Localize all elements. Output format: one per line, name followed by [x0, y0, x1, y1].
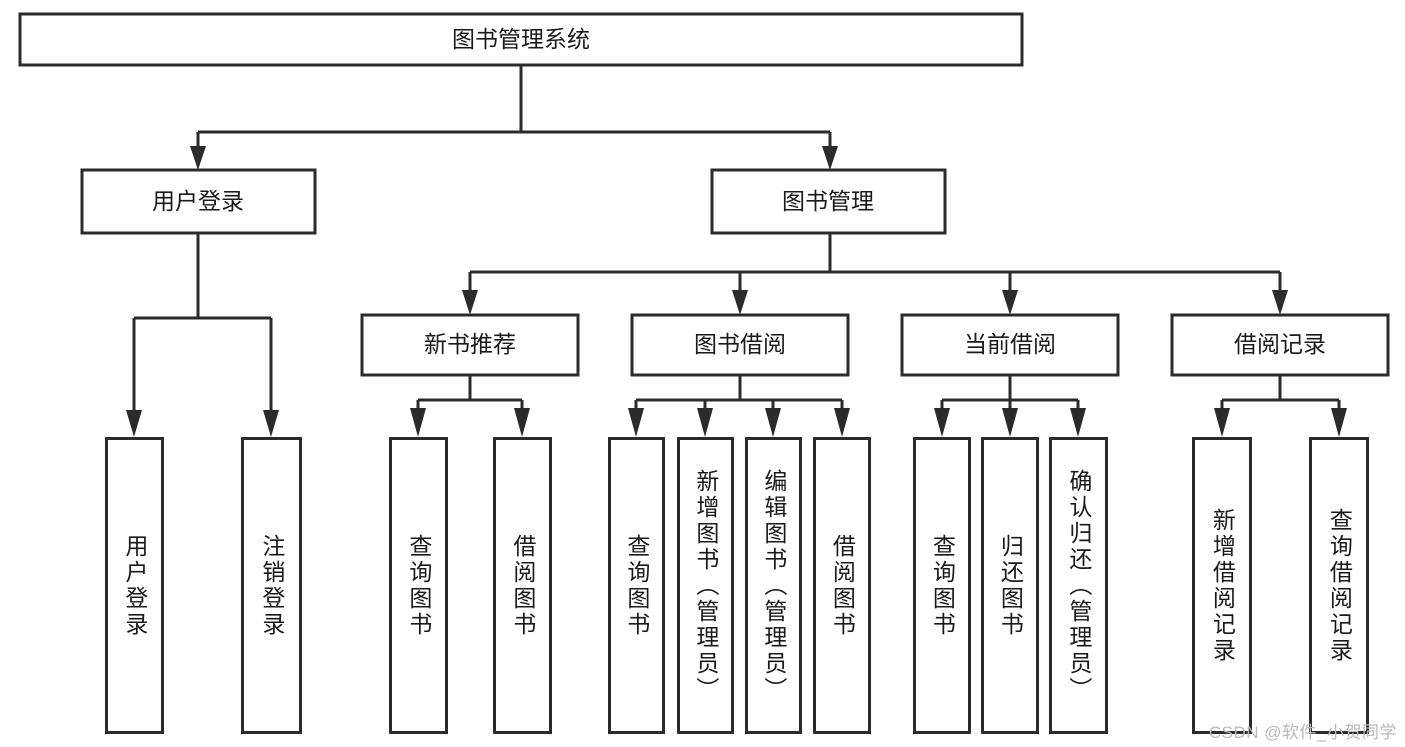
- connector-group-book-manage-to-level3: [462, 233, 1288, 315]
- leaf-book-borrow-query-label: 查询图书: [623, 533, 650, 638]
- arrow-head-cb-leaf-3: [1070, 408, 1086, 437]
- arrow-head-br-leaf-1: [1214, 408, 1230, 437]
- node-new-book-recommend[interactable]: 新书推荐: [360, 313, 580, 377]
- connector-group-current-borrow-to-leaves: [934, 375, 1086, 437]
- leaf-book-borrow-borrow-label: 借阅图书: [829, 533, 856, 638]
- node-book-borrow-label: 图书借阅: [694, 331, 786, 357]
- arrow-head-bb-leaf-1: [628, 408, 644, 437]
- arrow-head-to-borrow-record: [1272, 290, 1288, 315]
- node-current-borrow-label: 当前借阅: [964, 331, 1056, 357]
- leaf-user-login-login-label: 用户登录: [121, 533, 148, 638]
- leaf-book-borrow-query[interactable]: 查询图书: [608, 437, 665, 734]
- node-user-login[interactable]: 用户登录: [80, 168, 317, 235]
- node-root-system[interactable]: 图书管理系统: [18, 12, 1024, 67]
- arrow-head-to-new-book: [462, 290, 478, 315]
- leaf-borrow-record-query-label: 查询借阅记录: [1326, 507, 1353, 664]
- arrow-head-br-leaf-2: [1331, 408, 1347, 437]
- leaf-current-borrow-query-label: 查询图书: [929, 533, 956, 638]
- leaf-borrow-record-add[interactable]: 新增借阅记录: [1192, 437, 1252, 734]
- leaf-current-borrow-query[interactable]: 查询图书: [913, 437, 971, 734]
- arrow-head-cb-leaf-2: [1002, 408, 1018, 437]
- arrow-head-to-current-borrow: [1002, 290, 1018, 315]
- arrow-head-leaf-logout: [263, 410, 279, 437]
- node-new-book-recommend-label: 新书推荐: [424, 331, 516, 357]
- connector-group-root-to-level2: [190, 65, 838, 170]
- leaf-new-book-query-label: 查询图书: [405, 533, 432, 638]
- arrow-head-leaf-user-login: [126, 410, 142, 437]
- arrow-head-nb-leaf-2: [514, 408, 530, 437]
- arrow-head-to-book-borrow: [732, 290, 748, 315]
- leaf-book-borrow-borrow[interactable]: 借阅图书: [813, 437, 871, 734]
- node-book-management[interactable]: 图书管理: [710, 168, 947, 235]
- node-book-borrow[interactable]: 图书借阅: [630, 313, 850, 377]
- leaf-new-book-borrow[interactable]: 借阅图书: [493, 437, 552, 734]
- leaf-new-book-borrow-label: 借阅图书: [509, 533, 536, 638]
- connector-group-book-borrow-to-leaves: [628, 375, 850, 437]
- leaf-book-borrow-edit-label: 编辑图书（管理员）: [760, 468, 787, 703]
- leaf-borrow-record-add-label: 新增借阅记录: [1209, 507, 1236, 664]
- arrow-head-to-book-manage: [822, 146, 838, 170]
- leaf-borrow-record-query[interactable]: 查询借阅记录: [1309, 437, 1369, 734]
- connector-group-new-book-to-leaves: [410, 375, 530, 437]
- arrow-head-bb-leaf-3: [765, 408, 781, 437]
- leaf-book-borrow-add[interactable]: 新增图书（管理员）: [677, 437, 734, 734]
- leaf-book-borrow-edit[interactable]: 编辑图书（管理员）: [745, 437, 802, 734]
- node-book-management-label: 图书管理: [782, 188, 874, 214]
- node-user-login-label: 用户登录: [152, 188, 244, 214]
- arrow-head-bb-leaf-4: [834, 408, 850, 437]
- leaf-current-borrow-confirm[interactable]: 确认归还（管理员）: [1049, 437, 1108, 734]
- leaf-user-login-logout-label: 注销登录: [258, 533, 285, 638]
- leaf-current-borrow-confirm-label: 确认归还（管理员）: [1065, 468, 1092, 703]
- leaf-current-borrow-return[interactable]: 归还图书: [981, 437, 1039, 734]
- node-root-system-label: 图书管理系统: [452, 26, 590, 52]
- arrow-head-to-user-login: [190, 146, 206, 170]
- node-borrow-record[interactable]: 借阅记录: [1170, 313, 1390, 377]
- connector-group-borrow-record-to-leaves: [1214, 375, 1347, 437]
- leaf-current-borrow-return-label: 归还图书: [997, 533, 1024, 638]
- leaf-user-login-logout[interactable]: 注销登录: [241, 437, 302, 734]
- connector-group-user-login-to-leaves: [126, 233, 279, 437]
- arrow-head-cb-leaf-1: [934, 408, 950, 437]
- arrow-head-nb-leaf-1: [410, 408, 426, 437]
- leaf-user-login-login[interactable]: 用户登录: [105, 437, 164, 734]
- leaf-book-borrow-add-label: 新增图书（管理员）: [692, 468, 719, 703]
- node-borrow-record-label: 借阅记录: [1234, 331, 1326, 357]
- node-current-borrow[interactable]: 当前借阅: [900, 313, 1120, 377]
- arrow-head-bb-leaf-2: [697, 408, 713, 437]
- leaf-new-book-query[interactable]: 查询图书: [389, 437, 448, 734]
